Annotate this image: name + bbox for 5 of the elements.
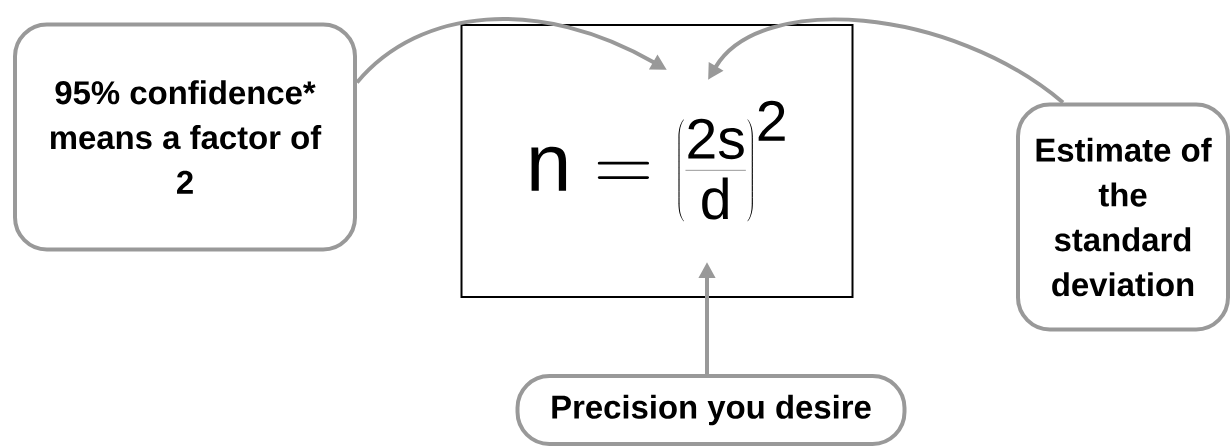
arrow: [708, 17, 1065, 105]
callout-box: Precision you desire: [515, 374, 907, 446]
callout-box: Estimate of the standard deviation: [1016, 102, 1230, 332]
formula-box: $\mathrm{n}=\left(\frac{\mathrm{2s}}{\mathrm{d}}\right)^{\mathrm{2}}$: [460, 24, 854, 298]
callout-box: 95% confidence* means a factor of 2: [13, 22, 357, 252]
